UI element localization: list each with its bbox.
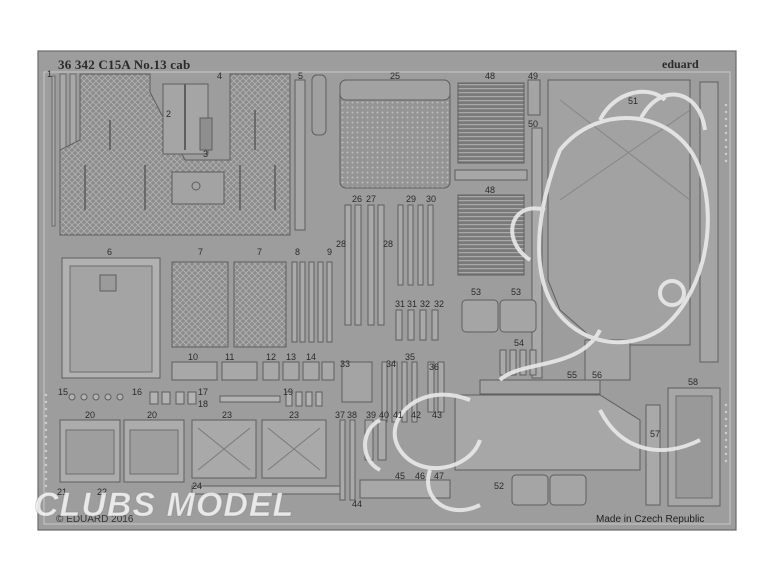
fret-title: 36 342 C15A No.13 cab (58, 57, 191, 72)
part-number: 32 (420, 299, 431, 309)
part-number: 36 (429, 362, 440, 372)
part-number: 21 (57, 487, 68, 497)
part-number: 26 (352, 194, 363, 204)
part-number: 53 (511, 287, 522, 297)
part-number: 7 (198, 247, 204, 257)
part-number: 29 (406, 194, 417, 204)
part-number: 1 (47, 69, 53, 79)
part-number: 37 (335, 410, 346, 420)
part-number: 27 (366, 194, 377, 204)
part-number: 51 (628, 96, 639, 106)
part-number: 48 (485, 71, 496, 81)
part-number: 7 (257, 247, 263, 257)
part-number: 10 (188, 352, 199, 362)
part-number: 57 (650, 429, 661, 439)
part-number: 31 (395, 299, 406, 309)
watermark-text: CLUBS MODEL (33, 486, 295, 525)
made-in-text: Made in Czech Republic (596, 514, 705, 525)
part-number: 38 (347, 410, 358, 420)
part-number: 23 (289, 410, 300, 420)
part-number: 8 (295, 247, 301, 257)
part-number: 2 (166, 109, 172, 119)
part-number: 39 (366, 410, 377, 420)
part-number: 6 (107, 247, 113, 257)
part-number: 28 (336, 239, 347, 249)
part-number: 48 (485, 185, 496, 195)
part-number: 43 (432, 410, 443, 420)
part-number: 50 (528, 119, 539, 129)
part-number: 17 (198, 387, 209, 397)
part-number: 47 (434, 471, 445, 481)
part-number: 42 (411, 410, 422, 420)
part-number: 20 (85, 410, 96, 420)
part-number: 9 (327, 247, 333, 257)
part-number: 19 (283, 387, 294, 397)
mascot-etch (363, 89, 710, 512)
part-number: 49 (528, 71, 539, 81)
part-number: 25 (390, 71, 401, 81)
part-number: 22 (97, 487, 108, 497)
part-number: 16 (132, 387, 143, 397)
part-number: 56 (592, 370, 603, 380)
part-number: 45 (395, 471, 406, 481)
part-number: 40 (379, 410, 390, 420)
part-number: 5 (298, 71, 304, 81)
part-number: 30 (426, 194, 437, 204)
part-number: 20 (147, 410, 158, 420)
part-number: 13 (286, 352, 297, 362)
part-number: 34 (386, 359, 397, 369)
part-number: 18 (198, 399, 209, 409)
part-number: 41 (393, 410, 404, 420)
part-number: 46 (415, 471, 426, 481)
copyright-text: © EDUARD 2016 (56, 514, 134, 525)
part-number: 31 (407, 299, 418, 309)
brand-logo: eduard (662, 57, 699, 71)
part-number: 58 (688, 377, 699, 387)
part-number: 35 (405, 352, 416, 362)
part-number: 15 (58, 387, 69, 397)
part-number: 55 (567, 370, 578, 380)
part-number: 33 (340, 359, 351, 369)
part-number: 53 (471, 287, 482, 297)
part-number: 23 (222, 410, 233, 420)
part-number: 24 (192, 481, 203, 491)
part-number: 28 (383, 239, 394, 249)
part-number: 44 (352, 499, 363, 509)
part-number: 12 (266, 352, 277, 362)
part-number: 54 (514, 338, 525, 348)
part-number: 52 (494, 481, 505, 491)
part-number: 4 (217, 71, 223, 81)
part-number: 32 (434, 299, 445, 309)
part-number: 14 (306, 352, 317, 362)
part-number: 11 (225, 352, 235, 362)
part-number: 3 (203, 149, 209, 159)
